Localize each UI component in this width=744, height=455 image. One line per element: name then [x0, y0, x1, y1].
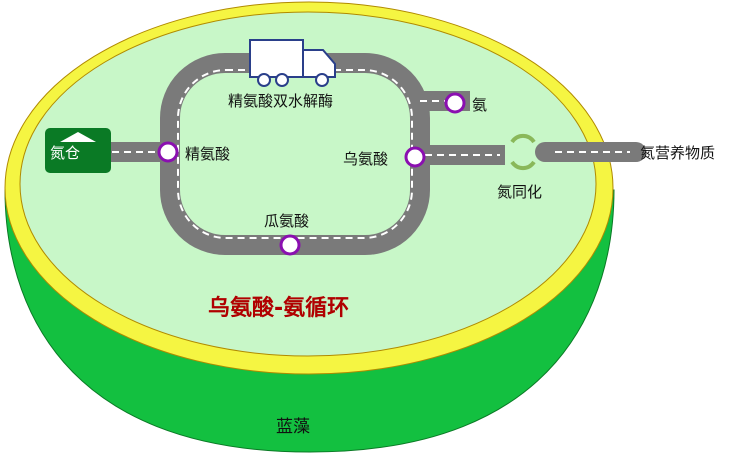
organism-label: 蓝藻	[276, 417, 310, 437]
flow-dashes	[112, 69, 630, 239]
node-citrulline	[279, 234, 301, 256]
cycle-icon	[510, 133, 536, 171]
ammonia-label: 氨	[472, 96, 488, 114]
node-ammonia	[444, 92, 466, 114]
warehouse-icon	[45, 128, 111, 173]
node-ornithine	[404, 146, 426, 168]
storage-label: 氮仓	[50, 144, 81, 162]
cycle-title: 乌氨酸-氨循环	[208, 296, 350, 321]
citrulline-label: 瓜氨酸	[264, 212, 310, 230]
truck-icon	[249, 39, 336, 87]
assimilation-label: 氮同化	[497, 183, 543, 201]
input-label: 氮营养物质	[640, 144, 716, 162]
ornithine-label: 乌氨酸	[343, 150, 389, 168]
arginine-label: 精氨酸	[185, 145, 231, 163]
enzyme-label: 精氨酸双水解酶	[228, 92, 334, 110]
node-arginine	[157, 141, 179, 163]
